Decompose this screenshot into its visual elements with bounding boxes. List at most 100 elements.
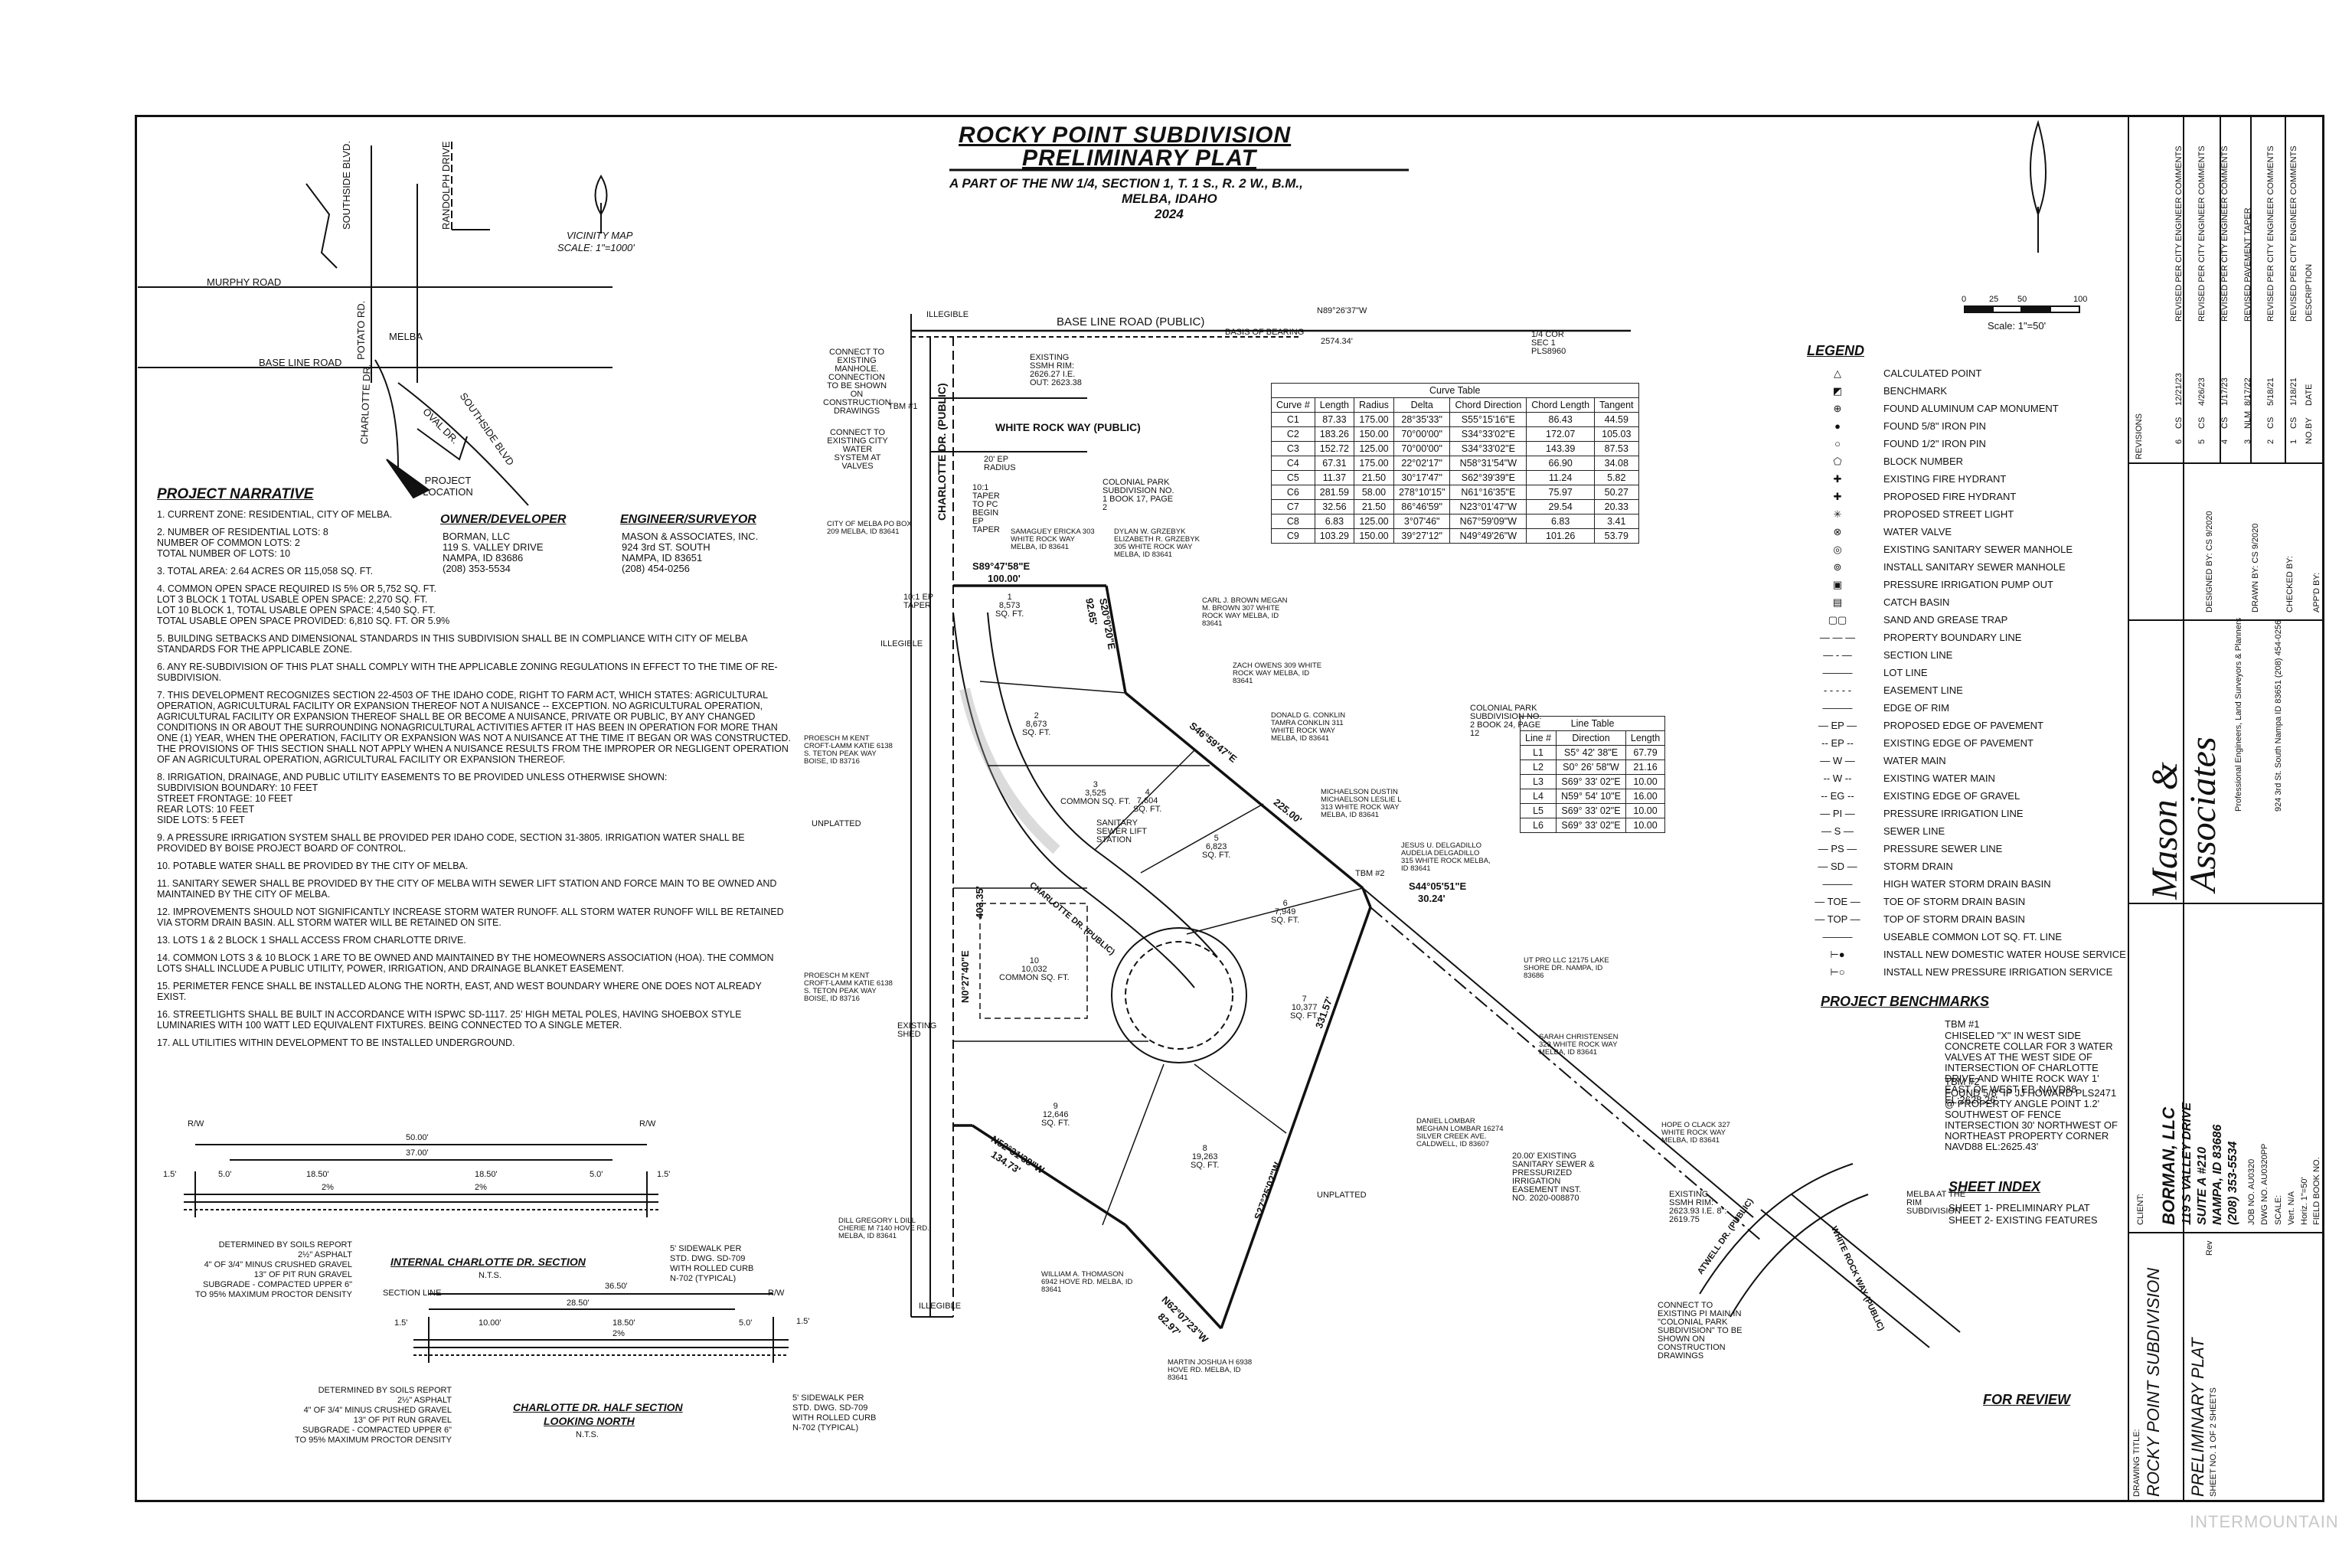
firm-logo-1: Mason & <box>2145 762 2185 900</box>
scale-label: Scale: 1"=50' <box>1988 320 2047 332</box>
legend-item: ◩BENCHMARK <box>1792 382 2128 400</box>
revision-cell: 1/18/21 <box>2289 377 2298 406</box>
revision-cell: 1/17/23 <box>2220 377 2230 406</box>
legend-symbol-icon: ——— <box>1822 878 1853 890</box>
sidewalk-note: 5' SIDEWALK PER <box>792 1393 864 1403</box>
curve-table-cell: 22°02'17" <box>1393 456 1451 471</box>
section-dim: 50.00' <box>406 1133 429 1142</box>
legend-symbol-icon: ▣ <box>1832 578 1843 590</box>
revision-cell: 12/21/23 <box>2174 373 2184 406</box>
legend-label: EXISTING WATER MAIN <box>1883 773 1995 784</box>
neighbor-owner: MICHAELSON DUSTIN MICHAELSON LESLIE L 31… <box>1321 788 1402 819</box>
client-name: BORMAN, LLC <box>2159 1107 2178 1225</box>
legend-label: HIGH WATER STORM DRAIN BASIN <box>1883 878 2051 890</box>
legend-item: ●FOUND 5/8" IRON PIN <box>1792 417 2128 435</box>
revision-cell: 3 <box>2243 439 2252 444</box>
section-dim: 18.50' <box>306 1170 329 1179</box>
revision-cell: REVISED PER CITY ENGINEER COMMENTS <box>2197 145 2207 322</box>
legend-label: TOE OF STORM DRAIN BASIN <box>1883 896 2026 907</box>
section-note: DETERMINED BY SOILS REPORT <box>318 1386 452 1395</box>
revision-header: DATE <box>2305 384 2314 406</box>
legend-label: INSTALL NEW DOMESTIC WATER HOUSE SERVICE <box>1883 949 2126 960</box>
revision-cell: REVISED PER CITY ENGINEER COMMENTS <box>2266 145 2275 322</box>
curve-table-cell: 87.33 <box>1314 412 1355 427</box>
curve-table-header: Chord Length <box>1526 397 1596 413</box>
legend-symbol-icon: ▤ <box>1832 596 1843 608</box>
easement-note: 20.00' EXISTING SANITARY SEWER & PRESSUR… <box>1512 1152 1595 1203</box>
section-dim: 37.00' <box>406 1148 429 1158</box>
legend-symbol-icon: △ <box>1834 367 1841 379</box>
revision-cell: 8/17/22 <box>2243 377 2252 406</box>
narrative-heading: PROJECT NARRATIVE <box>157 486 314 502</box>
line-table-cell: L5 <box>1519 803 1557 818</box>
legend-label: PROPOSED EDGE OF PAVEMENT <box>1883 720 2043 731</box>
curve-table-cell: N49°49'26"W <box>1449 528 1527 544</box>
curve-table-cell: 150.00 <box>1354 426 1394 442</box>
revision-cell: 5 <box>2197 439 2207 444</box>
line-table-cell: 67.79 <box>1625 745 1666 760</box>
narrative-item: 5. BUILDING SETBACKS AND DIMENSIONAL STA… <box>157 633 747 655</box>
illegible-label: ILLEGIBLE <box>926 310 969 319</box>
owner-line: 119 S. VALLEY DRIVE <box>443 541 544 553</box>
line-table-title: Line Table <box>1519 716 1666 731</box>
internal-section-drawing <box>184 1144 658 1217</box>
legend-label: STORM DRAIN <box>1883 861 1953 872</box>
line-table-cell: 10.00 <box>1625 803 1666 818</box>
neighbor-owner: WILLIAM A. THOMASON 6942 HOVE RD. MELBA,… <box>1041 1270 1133 1294</box>
sidewalk-note: STD. DWG. SD-709 <box>670 1254 746 1263</box>
legend-label: WATER VALVE <box>1883 526 1952 537</box>
revision-cell: 4/26/23 <box>2197 377 2207 406</box>
vicinity-road-potato: POTATO RD. <box>355 300 367 360</box>
scale-label-tb: SCALE: <box>2274 1194 2283 1225</box>
narrative-item: 1. CURRENT ZONE: RESIDENTIAL, CITY OF ME… <box>157 509 393 520</box>
legend-label: BLOCK NUMBER <box>1883 456 1964 467</box>
engineer-line: 924 3rd ST. SOUTH <box>622 541 710 553</box>
bearing-s89: S89°47'58"E <box>972 560 1031 572</box>
unplatted-label: UNPLATTED <box>1317 1191 1367 1200</box>
owner-line: (208) 353-5534 <box>443 563 511 574</box>
neighbor-owner: PROESCH M KENT CROFT-LAMM KATIE 6138 S. … <box>804 972 893 1003</box>
curve-table-cell: N58°31'54"W <box>1449 456 1527 471</box>
curve-table-cell: S34°33'02"E <box>1449 426 1527 442</box>
sheet-no: SHEET NO. 1 OF 2 SHEETS <box>2209 1387 2218 1497</box>
legend-item: — PI —PRESSURE IRRIGATION LINE <box>1792 805 2128 822</box>
line-table-header: Direction <box>1556 730 1626 746</box>
lot-number: 1 <box>1007 593 1012 602</box>
lot-unit: SQ. FT. <box>1290 1011 1319 1021</box>
benchmarks-heading: PROJECT BENCHMARKS <box>1821 994 1990 1009</box>
legend-item: ——— HIGH WATER STORM DRAIN BASIN <box>1792 875 2128 893</box>
dwg-no: DWG NO. AU0320PP <box>2260 1143 2269 1225</box>
sidewalk-note: WITH ROLLED CURB <box>670 1264 754 1273</box>
scale-tick: 0 <box>1962 295 1967 304</box>
sheet-index-heading: SHEET INDEX <box>1949 1179 2041 1194</box>
legend-symbol-icon: ○ <box>1834 438 1841 449</box>
lot-unit: SQ. FT. <box>1271 916 1300 925</box>
legend-list: △CALCULATED POINT◩BENCHMARK⊕FOUND ALUMIN… <box>1792 364 2128 981</box>
quarter-corner: 1/4 COR SEC 1 PLS8960 <box>1531 331 1566 356</box>
revision-cell: 6 <box>2174 439 2184 444</box>
engineer-heading: ENGINEER/SURVEYOR <box>620 513 756 526</box>
client-addr: NAMPA, ID 83686 <box>2211 1124 2224 1225</box>
curve-table-cell: C5 <box>1271 470 1315 485</box>
legend-symbol-icon: ▢▢ <box>1828 613 1847 626</box>
lot-unit: COMMON SQ. FT. <box>999 973 1070 982</box>
subdivision-boundary <box>953 584 1372 1330</box>
neighbor-owner: PROESCH M KENT CROFT-LAMM KATIE 6138 S. … <box>804 734 893 766</box>
section-dim: 10.00' <box>479 1318 501 1328</box>
line-table-cell: S0° 26' 58"W <box>1556 760 1626 775</box>
curve-table-cell: 28°35'33" <box>1393 412 1451 427</box>
lot-number: 3 <box>1093 780 1098 789</box>
legend-label: PRESSURE IRRIGATION PUMP OUT <box>1883 579 2053 590</box>
road-charlotte: CHARLOTTE DR. (PUBLIC) <box>936 383 948 521</box>
curve-table-cell: 50.27 <box>1594 485 1639 500</box>
lot-area: 8,673 <box>1025 720 1047 729</box>
revision-header: BY <box>2305 417 2314 429</box>
curve-table-cell: C9 <box>1271 528 1315 544</box>
